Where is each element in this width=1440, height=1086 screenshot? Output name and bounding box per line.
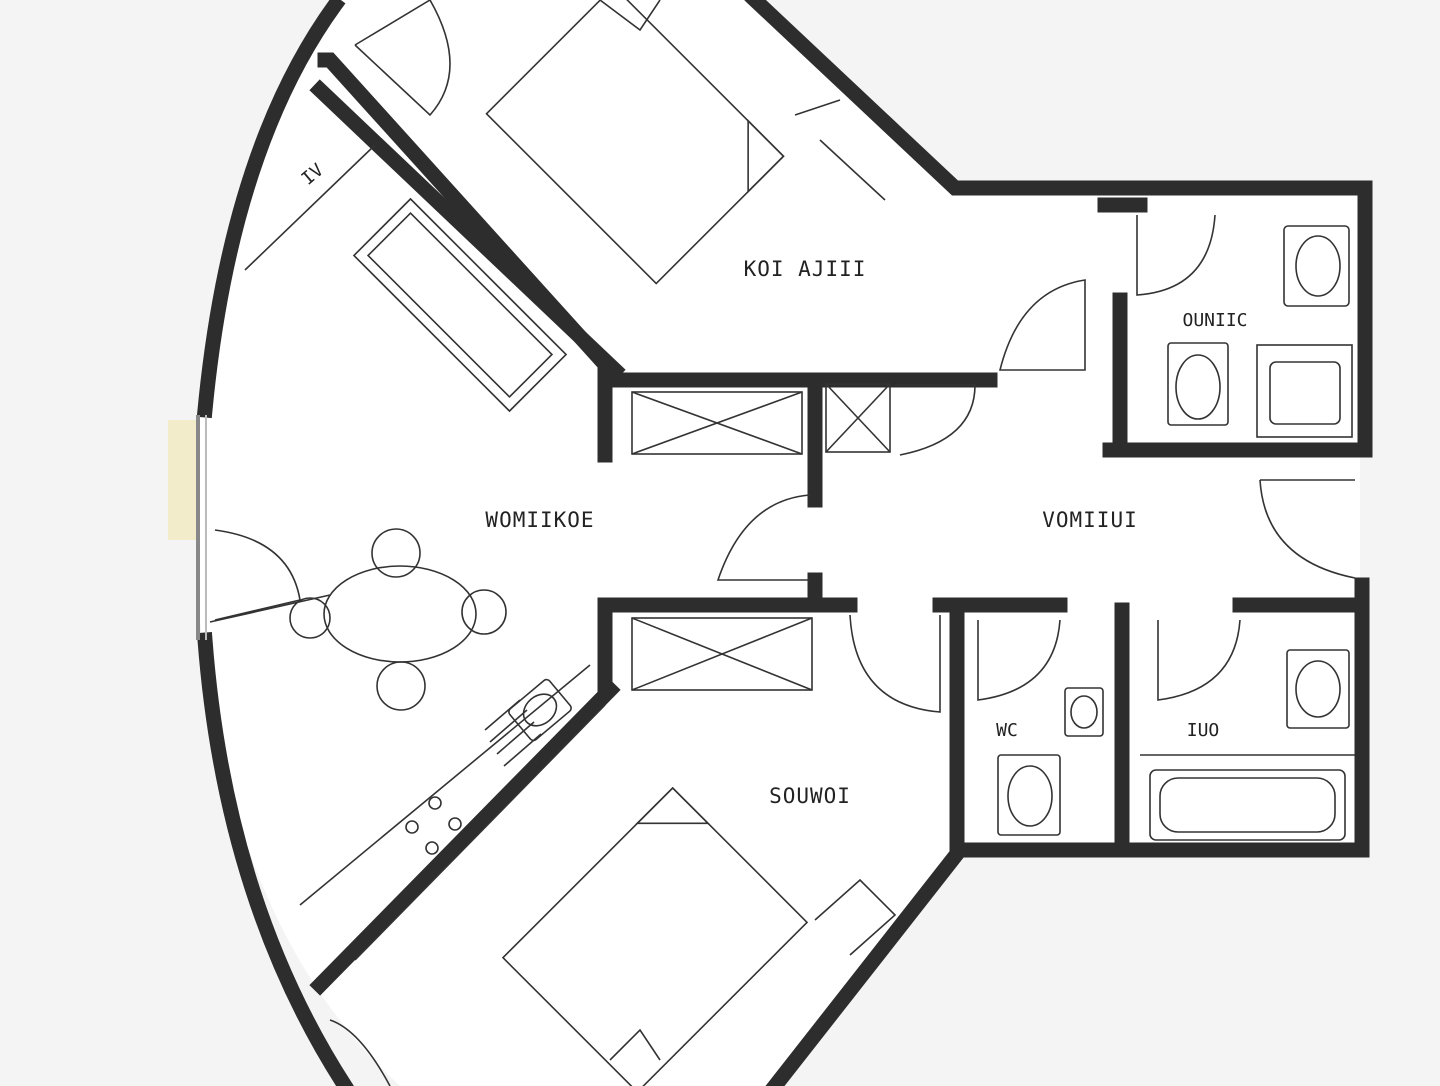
label-bedroom-bottom: SOUWOI	[769, 784, 851, 808]
kitchen-drainer-icon	[484, 699, 542, 767]
closet-bottom-icon	[631, 617, 813, 691]
bedroom-top-partition	[819, 139, 886, 201]
door-corridor-top-right	[998, 279, 1086, 371]
bed-bottom-icon	[501, 786, 809, 1086]
label-wc: WC	[996, 720, 1018, 741]
bath-sink-icon	[1286, 649, 1350, 729]
kitchen-sink-icon	[508, 678, 572, 742]
door-living-corridor	[716, 494, 811, 581]
door-bedroom-bottom	[849, 614, 941, 713]
shower-tray-icon	[1256, 344, 1353, 438]
wall-small-room-diagonal	[309, 79, 626, 381]
dining-table-icon	[289, 528, 507, 711]
living-partition	[209, 594, 331, 623]
bedroom-top-partition-b	[794, 99, 841, 116]
window-glass	[168, 420, 198, 540]
washbasin-shower-room-icon	[1167, 342, 1229, 426]
label-shower-room: OUNIIC	[1182, 310, 1247, 331]
outer-wall-top-diagonal	[744, 0, 1373, 458]
closet-top-left-icon	[631, 391, 803, 455]
door-living-exterior	[214, 529, 301, 621]
small-room-partition	[244, 144, 376, 271]
window	[168, 415, 207, 640]
bedroom-bottom-nightstand	[814, 878, 897, 956]
room-labels: KOI AJIII WOMIIKOE VOMIIUI OUNIIC SOUWOI…	[298, 160, 1248, 808]
bedroom-bottom-wardrobe	[609, 1028, 661, 1061]
door-corridor-top	[895, 384, 976, 456]
label-corridor: VOMIIUI	[1042, 508, 1138, 532]
desk-icon	[352, 197, 568, 413]
toilet-shower-room-icon	[1283, 225, 1350, 307]
door-wc	[977, 619, 1061, 701]
door-shower	[1136, 214, 1216, 296]
wc-toilet-icon	[997, 754, 1061, 836]
wall-bedroom-bottom-diagonal	[309, 679, 621, 996]
door-corridor-right	[1259, 479, 1356, 579]
kitchen-counter-icon	[299, 664, 606, 961]
door-bath	[1157, 619, 1241, 701]
outer-wall-right-lower	[765, 577, 1370, 1086]
door-bedroom-bottom-exterior	[329, 1019, 391, 1086]
outer-curved-wall-top	[196, 0, 346, 419]
door-bedroom-top	[354, 0, 451, 117]
label-bedroom-top: KOI AJIII	[744, 257, 867, 281]
closet-top-right-icon	[825, 383, 891, 453]
door-arc-top-right	[599, 0, 661, 32]
label-bathroom: IUO	[1187, 720, 1220, 741]
fixtures	[209, 0, 1356, 1086]
outer-curved-wall-bottom	[196, 631, 354, 1086]
bed-top-icon	[485, 0, 785, 285]
wc-sink-icon	[1064, 687, 1104, 737]
stove-icon	[405, 796, 462, 855]
bathtub-icon	[1149, 769, 1346, 841]
walls	[196, 0, 1373, 1086]
label-living-room: WOMIIKOE	[485, 508, 594, 532]
